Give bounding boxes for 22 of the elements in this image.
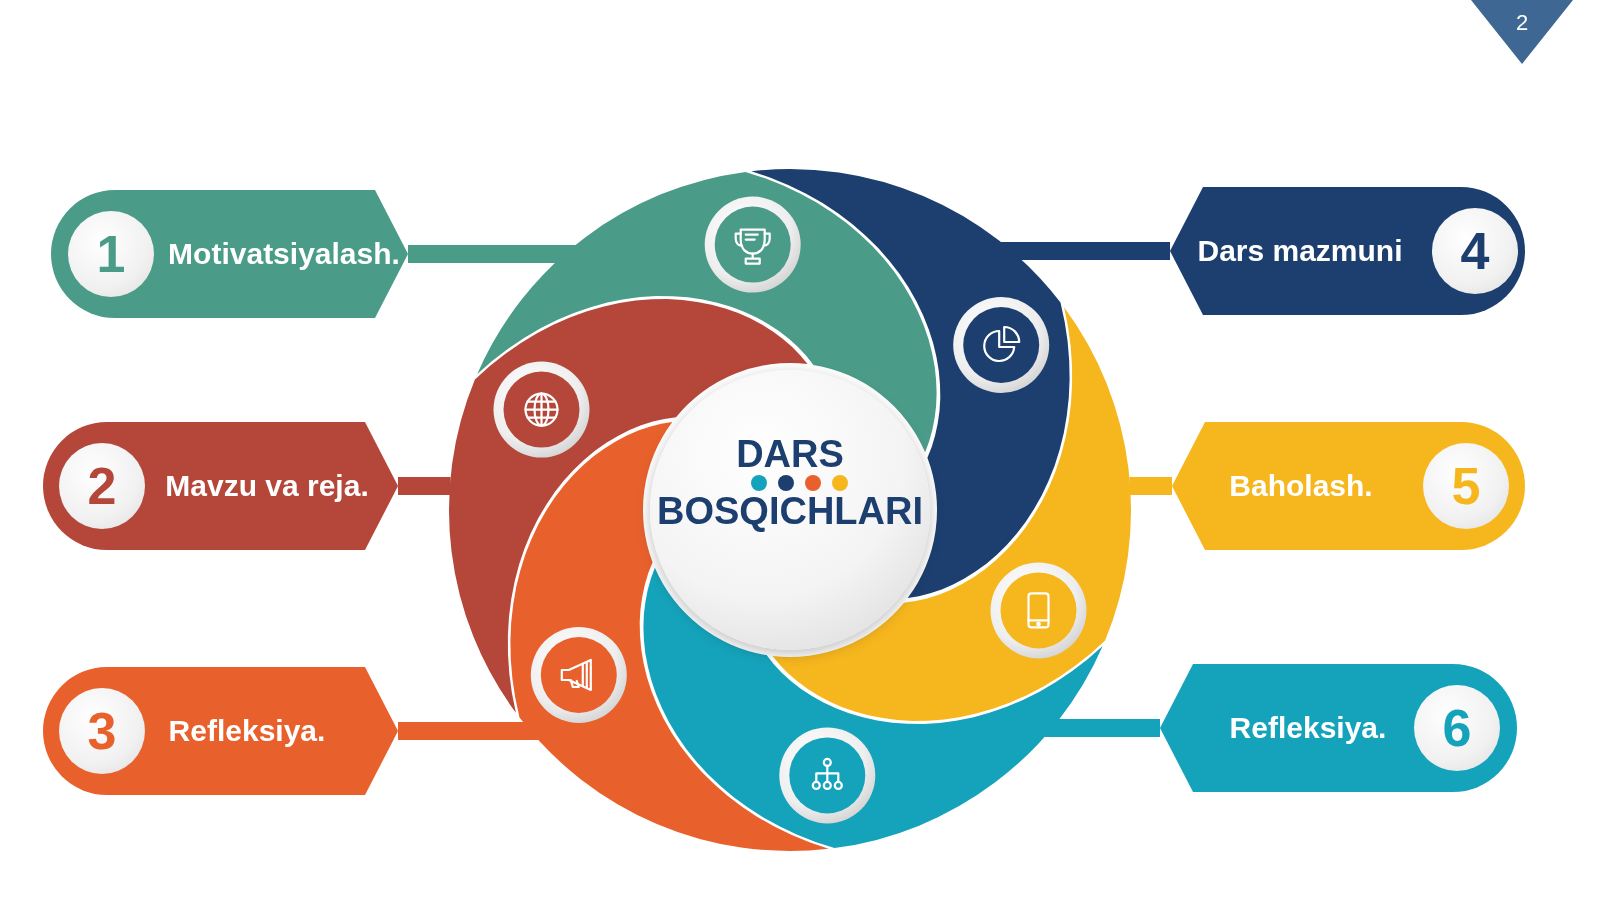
step-tab <box>51 190 408 318</box>
connector-line <box>398 477 451 495</box>
step-label: Dars mazmuni <box>1197 233 1403 269</box>
center-title: DARS <box>736 435 844 473</box>
connector-line <box>1129 477 1172 495</box>
step-label: Baholash. <box>1229 468 1373 504</box>
step-tab <box>43 422 398 550</box>
step-label: Mavzu va reja. <box>165 468 369 504</box>
step-label: Refleksiya. <box>168 713 326 749</box>
connector-line <box>398 722 539 740</box>
step-label: Refleksiya. <box>1229 710 1387 746</box>
step-tab <box>43 667 398 795</box>
step-tab <box>1172 422 1525 550</box>
connector-line <box>1000 242 1170 260</box>
connector-line <box>408 245 576 263</box>
page-number: 2 <box>1515 11 1529 35</box>
page-number-badge <box>1471 0 1573 64</box>
connector-line <box>1044 719 1160 737</box>
center-title: BOSQICHLARI <box>657 492 923 530</box>
step-tab <box>1160 664 1517 792</box>
step-label: Motivatsiyalash. <box>168 236 400 272</box>
step-tab <box>1170 187 1525 315</box>
